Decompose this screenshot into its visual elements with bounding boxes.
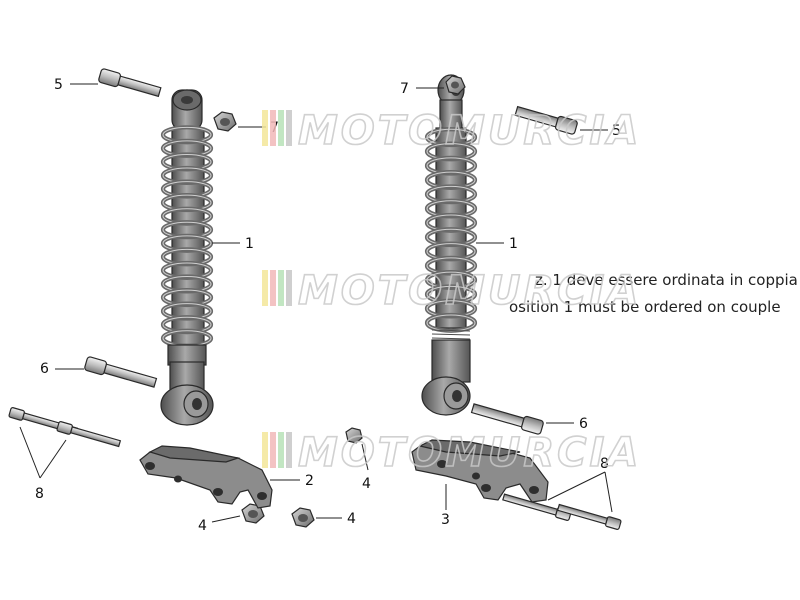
- watermark-layer: MOTOMURCIA MOTOMURCIA MOTOMURCIA: [262, 107, 641, 477]
- watermark-stripe: [278, 432, 284, 468]
- watermark-stripe: [270, 110, 276, 146]
- watermark-stripe: [270, 432, 276, 468]
- watermark-stripe: [286, 432, 292, 468]
- bracket-3: [411, 439, 549, 503]
- callout-6-left: 6: [40, 361, 49, 377]
- bolt-8-left-b: [56, 421, 122, 448]
- watermark-stripe: [262, 110, 268, 146]
- callout-8-right: 8: [600, 456, 609, 472]
- bolt-8-right-b: [556, 503, 622, 530]
- nut-4-bottom-left: [241, 503, 265, 524]
- callout-4-bottom-right: 4: [347, 511, 356, 527]
- thread-line: [431, 329, 471, 332]
- watermark-stripe: [286, 270, 292, 306]
- watermark-text: MOTOMURCIA: [298, 268, 641, 314]
- bolt-6-left: [84, 356, 158, 388]
- watermark-stripe: [286, 110, 292, 146]
- watermark-text: MOTOMURCIA: [298, 430, 641, 476]
- watermark-text: MOTOMURCIA: [298, 108, 641, 154]
- nut-4-center: [345, 427, 363, 444]
- callout-2: 2: [305, 473, 314, 489]
- watermark-logo: MOTOMURCIA: [262, 429, 641, 477]
- bolt-6-right: [470, 403, 544, 435]
- watermark-stripe: [262, 270, 268, 306]
- coil-spring-right: [424, 127, 478, 333]
- thread-line: [431, 333, 471, 336]
- callout-7-right: 7: [400, 81, 409, 97]
- thread-line: [431, 337, 471, 340]
- order-note-english: osition 1 must be ordered on couple: [509, 298, 781, 316]
- callout-5-left: 5: [54, 77, 63, 93]
- nut-7-left: [213, 111, 237, 132]
- nut-7-right: [445, 75, 466, 95]
- callout-3: 3: [441, 512, 450, 528]
- callout-6-right: 6: [579, 416, 588, 432]
- callout-1-right: 1: [509, 236, 518, 252]
- callout-4-bottom-left: 4: [198, 518, 207, 534]
- watermark-stripe: [278, 110, 284, 146]
- watermark-stripe: [270, 270, 276, 306]
- coil-spring-left: [160, 125, 214, 348]
- bracket-2: [139, 445, 273, 509]
- watermark-logo: MOTOMURCIA: [262, 267, 641, 315]
- leader-lines: [19, 83, 613, 523]
- order-note-italian: z. 1 deve essere ordinata in coppia: [535, 271, 798, 289]
- shock-absorber-right: [421, 74, 478, 416]
- watermark-stripe: [278, 270, 284, 306]
- watermark-logo: MOTOMURCIA: [262, 107, 641, 155]
- shock-absorber-left: [160, 89, 214, 426]
- callout-8-left: 8: [35, 486, 44, 502]
- nut-4-bottom-right: [291, 507, 315, 528]
- callout-5-right: 5: [612, 123, 621, 139]
- callout-4-center: 4: [362, 476, 371, 492]
- bolt-5-left: [98, 68, 162, 98]
- callout-1-left: 1: [245, 236, 254, 252]
- watermark-stripe: [262, 432, 268, 468]
- bolt-5-right: [514, 105, 578, 135]
